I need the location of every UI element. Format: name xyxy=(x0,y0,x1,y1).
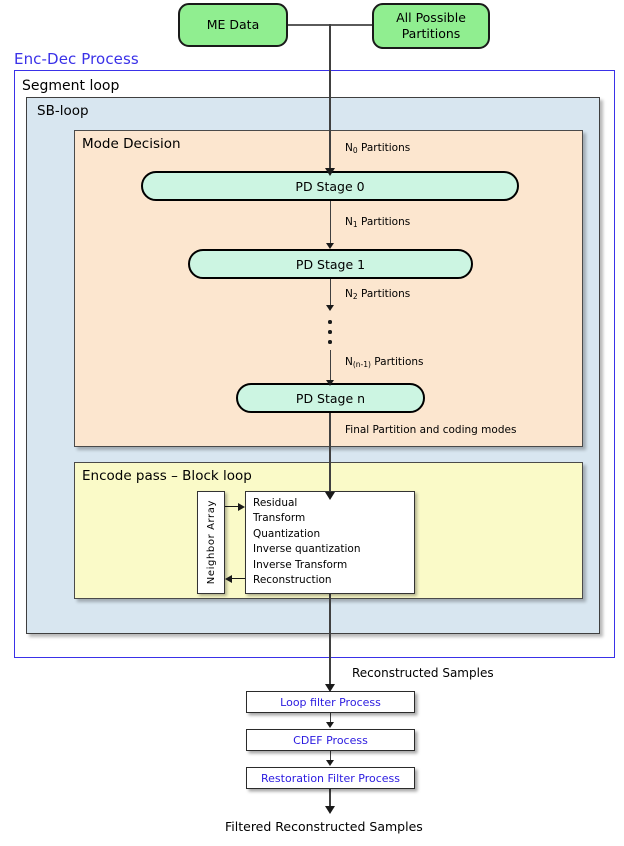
connector-restoration-to-output xyxy=(329,789,331,809)
edge-label-n1-partitions: N1 Partitions xyxy=(345,216,411,229)
connector-encodepass-to-loopfilter xyxy=(329,594,331,689)
edge-label-nn1-partitions: N(n-1) Partitions xyxy=(345,356,424,369)
loop-filter-process-label: Loop filter Process xyxy=(280,695,381,709)
cdef-process-box[interactable]: CDEF Process xyxy=(246,729,415,751)
node-all-possible-partitions-label: All Possible Partitions xyxy=(396,10,466,41)
connector-loopfilter-to-cdef xyxy=(329,713,331,725)
ellipsis-dot-2 xyxy=(328,330,332,334)
step-reconstruction: Reconstruction xyxy=(253,574,332,587)
edge-label-nn1-prefix: N xyxy=(345,356,353,368)
edge-label-n0-prefix: N xyxy=(345,142,353,154)
node-all-possible-partitions[interactable]: All Possible Partitions xyxy=(372,3,490,49)
encode-pass-title: Encode pass – Block loop xyxy=(82,468,252,484)
pd-stage-1[interactable]: PD Stage 1 xyxy=(188,249,473,279)
neighbor-array-label: Neighbor Array xyxy=(205,500,217,585)
step-residual: Residual xyxy=(253,497,298,509)
pd-stage-0-label: PD Stage 0 xyxy=(295,178,365,194)
step-inverse-quantization: Inverse quantization xyxy=(253,543,361,556)
label-reconstructed-samples: Reconstructed Samples xyxy=(352,666,494,680)
ellipsis-dot-1 xyxy=(328,320,332,324)
connector-stage1-to-dots xyxy=(329,279,331,308)
step-quantization: Quantization xyxy=(253,527,321,540)
segment-loop-title: Segment loop xyxy=(22,78,120,94)
arrowhead-into-restoration xyxy=(326,760,334,766)
arrowhead-into-stage1 xyxy=(326,243,334,249)
arrowhead-above-dots xyxy=(326,305,334,311)
connector-stage0-to-stage1 xyxy=(329,201,331,245)
restoration-filter-process-label: Restoration Filter Process xyxy=(261,771,400,785)
neighbor-array-box[interactable]: Neighbor Array xyxy=(197,491,225,594)
edge-label-n0-sub: 0 xyxy=(352,146,358,155)
mode-decision-title: Mode Decision xyxy=(82,136,181,152)
arrowhead-into-encodepass xyxy=(325,492,335,500)
enc-dec-process-title: Enc-Dec Process xyxy=(14,50,139,68)
arrowhead-into-stage0 xyxy=(325,168,335,176)
arrowhead-into-loopfilter xyxy=(325,684,335,692)
enc-dec-process-container xyxy=(14,70,615,658)
sb-loop-title: SB-loop xyxy=(37,103,89,119)
edge-label-nn1-sub: (n-1) xyxy=(352,360,371,369)
arrowhead-into-cdef xyxy=(326,722,334,728)
label-filtered-reconstructed-samples: Filtered Reconstructed Samples xyxy=(225,819,423,834)
loop-filter-process-box[interactable]: Loop filter Process xyxy=(246,691,415,713)
connector-stagen-to-encodepass xyxy=(329,413,331,497)
edge-label-n0-suffix: Partitions xyxy=(357,142,411,154)
encode-steps-box[interactable]: Residual Transform Quantization Inverse … xyxy=(245,491,415,594)
ellipsis-dot-3 xyxy=(328,340,332,344)
restoration-filter-process-box[interactable]: Restoration Filter Process xyxy=(246,767,415,789)
arrowhead-output xyxy=(325,806,335,814)
pd-stage-n[interactable]: PD Stage n xyxy=(236,383,425,413)
step-inverse-transform: Inverse Transform xyxy=(253,558,348,571)
edge-label-n1-prefix: N xyxy=(345,216,353,228)
edge-label-final-partition: Final Partition and coding modes xyxy=(345,424,517,436)
arrowhead-steps-to-na xyxy=(225,574,232,583)
pd-stage-1-label: PD Stage 1 xyxy=(295,256,366,272)
node-me-data[interactable]: ME Data xyxy=(178,3,288,47)
connector-input-to-stage0 xyxy=(329,24,331,172)
pd-stage-n-label: PD Stage n xyxy=(295,390,366,406)
edge-label-n2-sub: 2 xyxy=(352,292,358,301)
edge-label-n2-partitions: N2 Partitions xyxy=(345,288,411,301)
edge-label-n1-sub: 1 xyxy=(352,220,358,229)
edge-label-nn1-suffix: Partitions xyxy=(370,356,424,368)
cdef-process-label: CDEF Process xyxy=(293,733,368,747)
arrowhead-na-to-steps xyxy=(238,502,245,511)
connector-na-to-steps xyxy=(225,506,239,508)
step-transform: Transform xyxy=(253,512,306,525)
edge-label-n0-partitions: N0 Partitions xyxy=(345,142,411,155)
connector-dots-to-stagen xyxy=(329,350,331,383)
edge-label-n2-suffix: Partitions xyxy=(357,288,411,300)
connector-steps-to-na xyxy=(232,578,246,580)
edge-label-n1-suffix: Partitions xyxy=(357,216,411,228)
edge-label-n2-prefix: N xyxy=(345,288,353,300)
node-me-data-label: ME Data xyxy=(206,17,260,33)
connector-cdef-to-restoration xyxy=(329,751,331,763)
arrowhead-into-stagen xyxy=(326,380,334,386)
